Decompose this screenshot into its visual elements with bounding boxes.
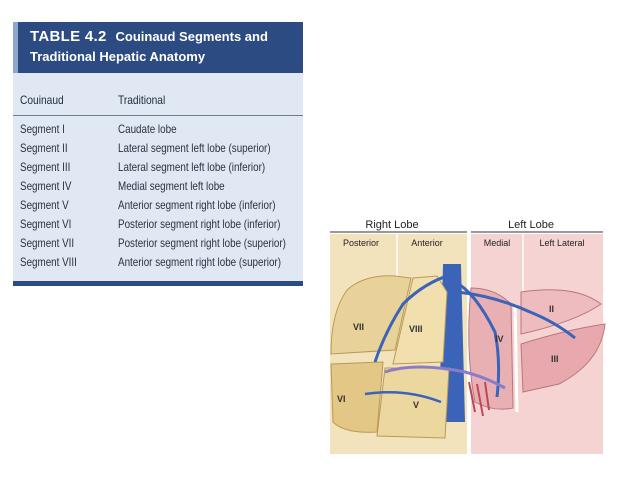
segment-iii xyxy=(520,323,606,393)
segment-label-iv: IV xyxy=(495,334,504,344)
hepatic-artery xyxy=(468,381,490,417)
segment-label-viii: VIII xyxy=(409,324,423,334)
segment-ii xyxy=(520,289,602,335)
middle-hepatic-vein xyxy=(454,280,501,398)
table-bottom-rule xyxy=(13,281,303,286)
portal-vein-branch xyxy=(384,365,506,390)
segment-viii xyxy=(392,275,448,365)
region-medial: Medial xyxy=(484,238,511,248)
table-caption-line1: Couinaud Segments and xyxy=(115,29,268,44)
col-header-traditional: Traditional xyxy=(118,93,166,107)
column-headers: Couinaud Traditional xyxy=(13,73,303,116)
table-number: TABLE 4.2 xyxy=(30,28,107,45)
portal-vein-branch-lower xyxy=(364,390,442,404)
region-anterior: Anterior xyxy=(411,238,443,248)
table-title: TABLE 4.2 Couinaud Segments and Traditio… xyxy=(30,27,300,67)
segment-iv xyxy=(468,287,514,410)
couinaud-table: TABLE 4.2 Couinaud Segments and Traditio… xyxy=(13,22,303,286)
region-posterior: Posterior xyxy=(343,238,379,248)
region-left-lateral: Left Lateral xyxy=(539,238,584,248)
liver-illustration: Right Lobe Left Lobe Posterior Anterior … xyxy=(330,219,606,454)
segment-label-iii: III xyxy=(551,354,559,364)
liver-segments-diagram: Right Lobe Left Lobe Posterior Anterior … xyxy=(325,212,625,462)
table-caption-line2: Traditional Hepatic Anatomy xyxy=(30,49,206,64)
segment-label-ii: II xyxy=(549,304,554,314)
table-header: TABLE 4.2 Couinaud Segments and Traditio… xyxy=(13,22,303,73)
left-hepatic-vein xyxy=(456,290,576,340)
right-hepatic-vein xyxy=(373,272,454,363)
segment-label-vii: VII xyxy=(353,322,364,332)
col-header-couinaud: Couinaud xyxy=(20,93,64,107)
left-lobe-label: Left Lobe xyxy=(508,219,554,231)
falciform-ligament xyxy=(513,303,519,413)
right-lobe-label: Right Lobe xyxy=(365,219,418,231)
segment-label-v: V xyxy=(413,400,419,410)
segment-label-vi: VI xyxy=(337,394,346,404)
segment-vii xyxy=(330,275,412,355)
header-accent-stripe xyxy=(13,22,18,73)
